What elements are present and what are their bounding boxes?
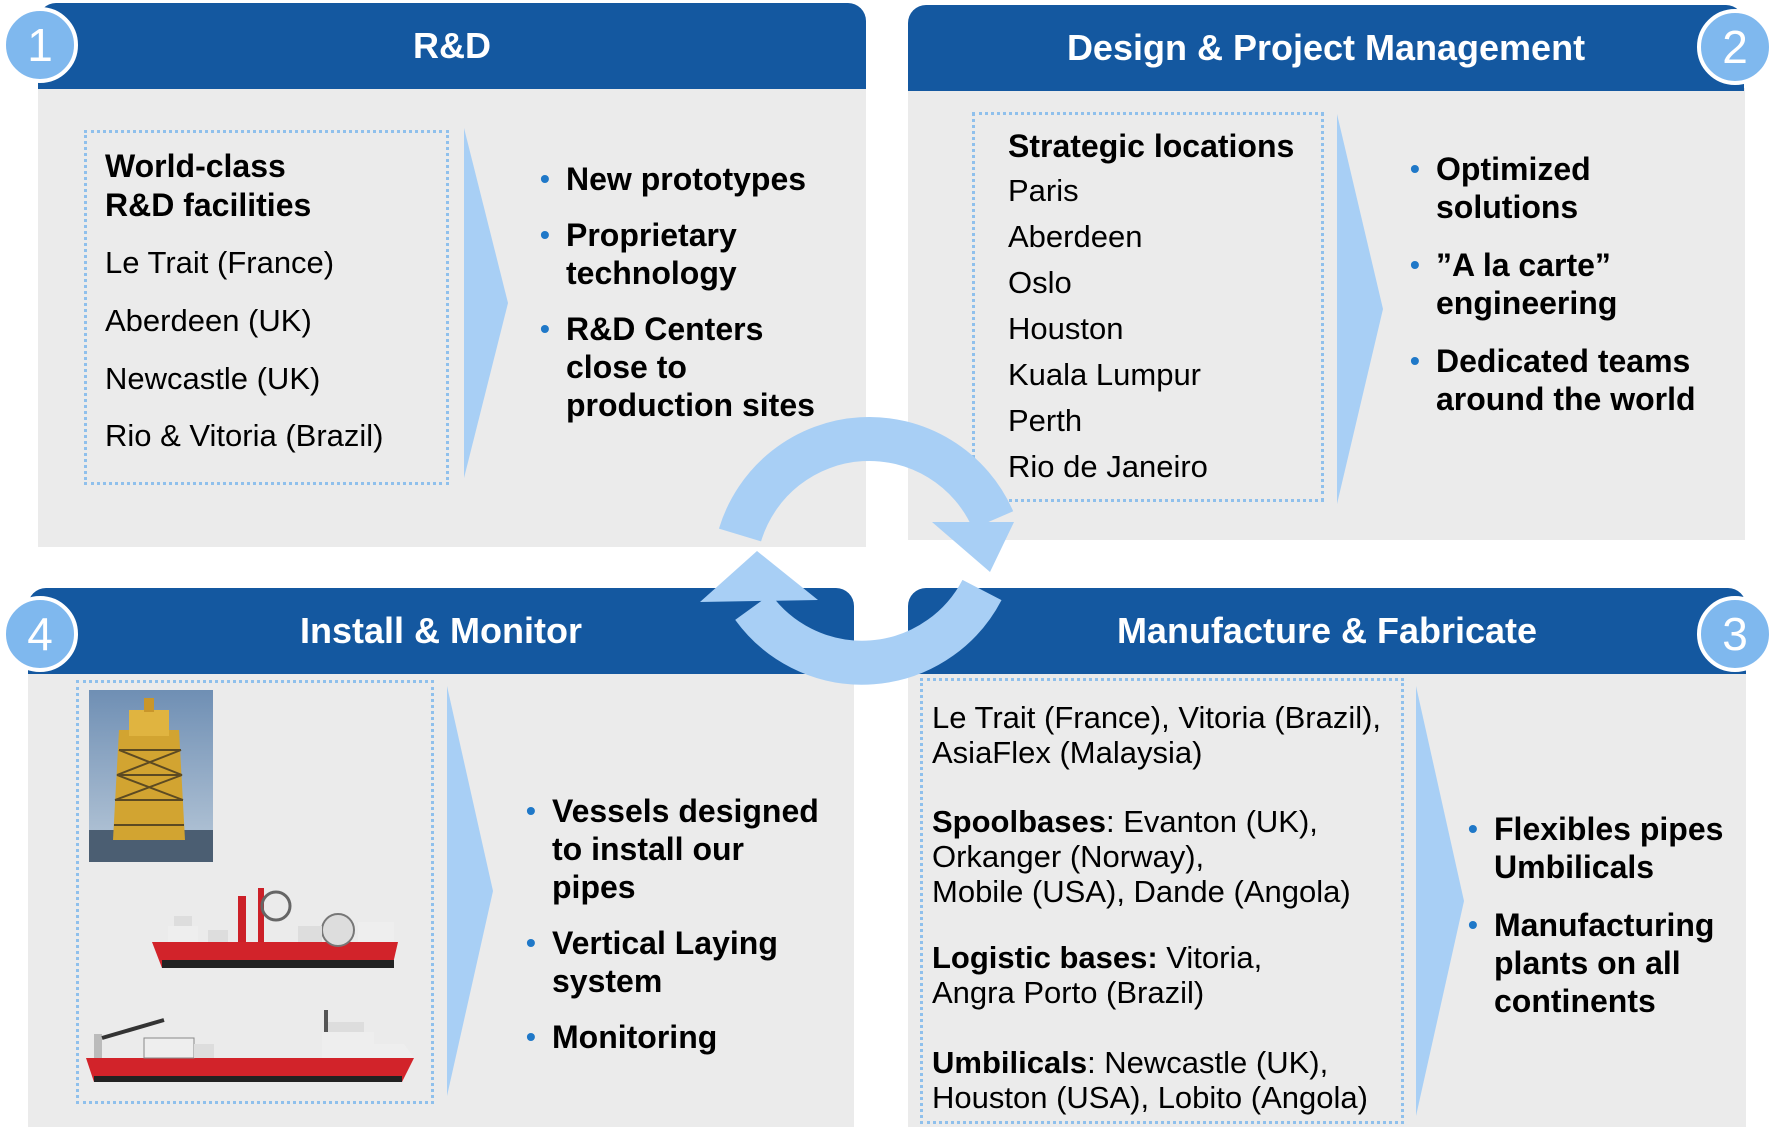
manufacture-sites-box	[920, 678, 1404, 1124]
design-location: Oslo	[1008, 265, 1072, 300]
rd-location: Rio & Vitoria (Brazil)	[105, 418, 384, 453]
pipe-laying-vessel-photo	[152, 888, 398, 968]
manufacture-header: Manufacture & Fabricate	[908, 588, 1746, 674]
design-location: Paris	[1008, 173, 1079, 208]
cycle-arrow-upper	[718, 416, 1014, 542]
design-title: Design & Project Management	[1066, 27, 1586, 68]
install-number: 4	[27, 608, 53, 660]
cycle-arrow-upper-head	[932, 522, 1014, 572]
design-location: Rio de Janeiro	[1008, 449, 1208, 484]
design-box-heading: Strategic locations	[1008, 128, 1295, 164]
install-title: Install & Monitor	[300, 610, 582, 651]
rd-box-heading-1: World-class	[105, 148, 286, 184]
manufacture-title: Manufacture & Fabricate	[1116, 610, 1538, 651]
manufacture-chevron-arrow	[1416, 686, 1464, 1116]
rd-bullet: •New prototypes	[540, 161, 807, 197]
design-number: 2	[1722, 21, 1748, 73]
manufacture-number: 3	[1722, 608, 1748, 660]
rd-location: Newcastle (UK)	[105, 361, 321, 396]
rd-box-heading-2: R&D facilities	[105, 187, 312, 223]
manufacture-panel	[908, 670, 1746, 1127]
design-chevron-arrow	[1337, 114, 1383, 504]
manufacture-number-badge: 3	[1697, 596, 1769, 672]
rd-number-badge: 1	[2, 7, 78, 83]
design-location: Perth	[1008, 403, 1083, 438]
rd-number: 1	[27, 19, 53, 71]
rd-title: R&D	[413, 25, 491, 66]
manufacture-umbilicals: Umbilicals: Newcastle (UK), Houston (USA…	[932, 1045, 1368, 1115]
manufacture-plants: Le Trait (France), Vitoria (Brazil), Asi…	[932, 700, 1382, 770]
install-number-badge: 4	[2, 596, 78, 672]
install-bullet: •Monitoring	[526, 1019, 718, 1055]
design-locations-box	[972, 112, 1324, 502]
design-panel	[908, 88, 1745, 540]
install-header: Install & Monitor	[28, 588, 854, 674]
cycle-arrow-lower	[735, 579, 1002, 685]
install-photos-box	[76, 680, 434, 1104]
rd-location: Le Trait (France)	[105, 245, 335, 280]
rd-locations-box	[84, 130, 449, 485]
design-header: Design & Project Management	[908, 5, 1744, 91]
rd-header: R&D	[38, 3, 866, 89]
cycle-arrow-lower-head	[700, 551, 818, 602]
manufacture-spoolbases: Spoolbases: Evanton (UK), Orkanger (Norw…	[932, 804, 1351, 909]
laying-tower-photo	[89, 690, 213, 862]
construction-vessel-photo	[86, 1010, 414, 1082]
design-number-badge: 2	[1697, 9, 1769, 85]
rd-location: Aberdeen (UK)	[105, 303, 312, 338]
design-location: Aberdeen	[1008, 219, 1143, 254]
design-location: Houston	[1008, 311, 1124, 346]
manufacture-logistic-bases: Logistic bases: Vitoria, Angra Porto (Br…	[932, 940, 1263, 1010]
install-chevron-arrow	[447, 686, 493, 1096]
rd-chevron-arrow	[464, 128, 508, 478]
design-bullet: •”A la carte”engineering	[1410, 247, 1618, 321]
rd-panel	[38, 84, 866, 547]
design-location: Kuala Lumpur	[1008, 357, 1202, 392]
